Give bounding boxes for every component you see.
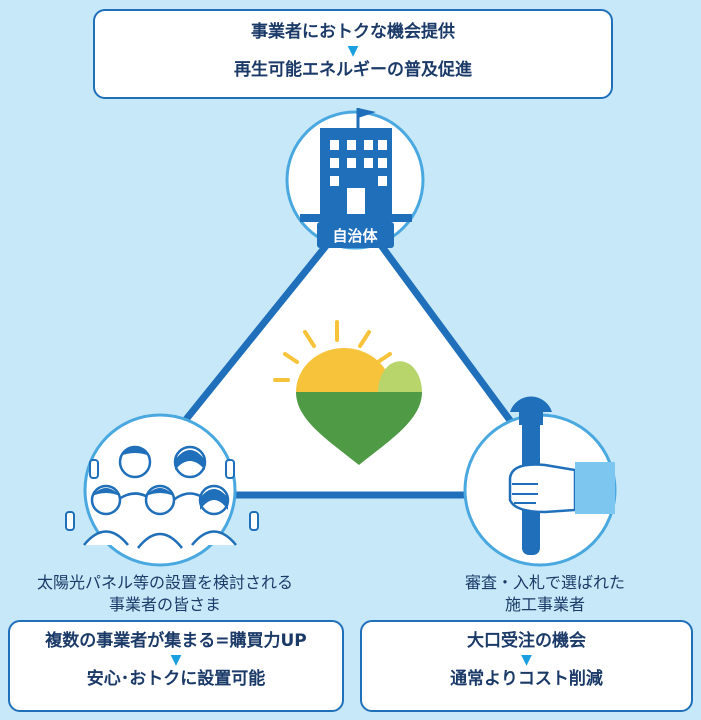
businesses-label-line2: 事業者の皆さま	[108, 595, 221, 614]
contractor-box-line2: 通常よりコスト削減	[450, 669, 603, 689]
businesses-label: 太陽光パネル等の設置を検討される 事業者の皆さま	[5, 572, 325, 616]
down-arrow-icon: ▼	[170, 652, 182, 668]
contractor-label-line1: 審査・入札で選ばれた	[464, 573, 625, 592]
top-benefit-box: 事業者におトクな機会提供 ▼ 再生可能エネルギーの普及促進	[93, 9, 613, 99]
businesses-box-line2: 安心･おトクに設置可能	[86, 669, 266, 689]
contractor-benefit-box: 大口受注の機会 ▼ 通常よりコスト削減	[360, 620, 693, 712]
contractor-box-line1: 大口受注の機会	[467, 631, 586, 651]
down-arrow-icon: ▼	[347, 43, 359, 59]
contractor-label-line2: 施工事業者	[504, 595, 585, 614]
businesses-label-line1: 太陽光パネル等の設置を検討される	[36, 573, 293, 592]
top-box-line2: 再生可能エネルギーの普及促進	[234, 60, 472, 80]
businesses-benefit-box: 複数の事業者が集まる=購買力UP ▼ 安心･おトクに設置可能	[8, 620, 344, 712]
top-box-line1: 事業者におトクな機会提供	[251, 22, 455, 42]
down-arrow-icon: ▼	[521, 652, 532, 668]
businesses-group-icon	[65, 413, 259, 567]
city-hall-icon: 自治体	[285, 108, 425, 250]
contractor-wrench-icon	[463, 396, 617, 567]
city-label: 自治体	[332, 227, 378, 245]
sun-heart-icon	[273, 320, 422, 465]
contractor-label: 審査・入札で選ばれた 施工事業者	[410, 572, 680, 616]
businesses-box-line1: 複数の事業者が集まる=購買力UP	[45, 631, 307, 651]
